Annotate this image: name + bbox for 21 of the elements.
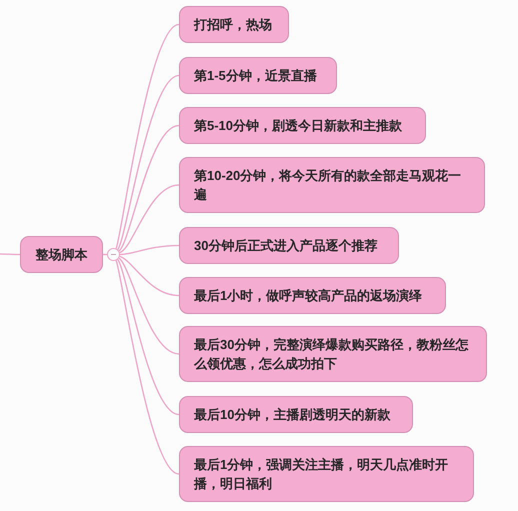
minus-circle-icon xyxy=(107,248,120,261)
topic-box: 打招呼，热场 xyxy=(179,6,289,43)
topic-box: 第5-10分钟，剧透今日新款和主推款 xyxy=(179,107,426,144)
connector-line xyxy=(120,244,180,256)
topic-box: 第1-5分钟，近景直播 xyxy=(179,57,337,94)
connector-line xyxy=(118,124,180,252)
topic-box: 最后1小时，做呼声较高产品的返场演绎 xyxy=(179,277,446,314)
connector-line xyxy=(119,184,180,254)
topic-box: 30分钟后正式进入产品逐个推荐 xyxy=(179,227,399,264)
connector-line xyxy=(119,256,180,296)
connector-line xyxy=(118,258,180,355)
connector-line xyxy=(117,259,180,416)
connector-line xyxy=(116,260,180,475)
connector-line xyxy=(117,74,180,250)
topic-box: 最后1分钟，强调关注主播，明天几点准时开播，明日福利 xyxy=(179,446,474,502)
connector-line xyxy=(0,253,20,256)
topic-box: 第10-20分钟，将今天所有的款全部走马观花一遍 xyxy=(179,157,485,213)
connector-line xyxy=(116,24,180,249)
topic-box: 最后30分钟，完整演绎爆款购买路径，教粉丝怎么领优惠，怎么成功拍下 xyxy=(179,326,487,382)
central-topic-box: 整场脚本 xyxy=(20,236,103,273)
topic-box: 最后10分钟，主播剧透明天的新款 xyxy=(179,396,413,433)
